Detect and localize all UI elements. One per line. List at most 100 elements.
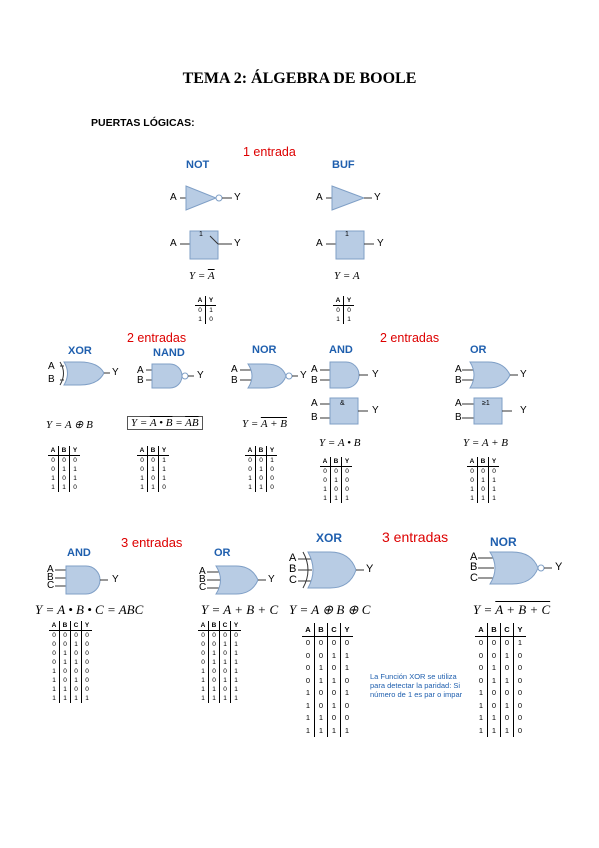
table-cell: Y	[340, 623, 353, 637]
table-cell: 1	[70, 658, 82, 667]
table-cell: 0	[59, 676, 71, 685]
gate-name-or2: OR	[470, 344, 487, 356]
table-cell: 0	[158, 483, 169, 492]
table-cell: 1	[314, 711, 328, 724]
table-cell: 1	[314, 661, 328, 674]
table-cell: 0	[51, 457, 55, 464]
table-cell: Y	[343, 296, 354, 306]
table-cell: Y	[488, 457, 499, 467]
table-cell: 1	[70, 694, 82, 703]
table-cell: 1	[487, 711, 501, 724]
table-cell: B	[477, 457, 489, 467]
table-cell: 0	[314, 699, 328, 712]
io-label: A	[199, 566, 206, 577]
table-cell: 0	[470, 468, 474, 475]
table-cell: 0	[478, 675, 484, 685]
io-label: A	[170, 192, 177, 203]
table-cell: A	[475, 623, 488, 637]
io-label: A	[170, 238, 177, 249]
io-label: A	[470, 551, 478, 563]
table-cell: A	[245, 446, 256, 456]
table-cell: 1	[81, 694, 92, 703]
table-cell: 0	[340, 636, 353, 649]
table-cell: B	[314, 623, 328, 637]
table-cell: 0	[219, 649, 231, 658]
table-cell: 0	[477, 485, 489, 494]
table-cell: 0	[266, 465, 277, 474]
buf-rect-gate-icon	[326, 230, 374, 260]
table-cell: 0	[81, 649, 92, 658]
table-cell: B	[255, 446, 267, 456]
table-cell: 1	[201, 677, 205, 684]
table-cell: 0	[69, 455, 80, 465]
table-cell: 1	[219, 694, 231, 703]
table-cell: 1	[219, 640, 231, 649]
table-cell: B	[147, 446, 159, 456]
table-cell: 1	[305, 713, 311, 723]
table-cell: 1	[305, 688, 311, 698]
table-cell: Y	[205, 296, 216, 306]
table-cell: 1	[478, 700, 484, 710]
page-title: TEMA 2: ÁLGEBRA DE BOOLE	[182, 70, 417, 87]
table-cell: 0	[500, 636, 514, 649]
table-cell: 0	[201, 641, 205, 648]
table-cell: 0	[266, 474, 277, 483]
table-cell: 0	[500, 711, 514, 724]
table-cell: A	[302, 623, 315, 637]
table-cell: 1	[230, 658, 241, 667]
gate-name-xor2: XOR	[68, 345, 92, 357]
and2-gate-icon	[320, 361, 368, 389]
table-cell: 0	[51, 466, 55, 473]
label-one-input: 1 entrada	[243, 145, 296, 159]
table-cell: 0	[81, 658, 92, 667]
table-cell: 0	[70, 630, 82, 640]
table-cell: 1	[52, 668, 56, 675]
table-cell: 1	[340, 661, 353, 674]
gate-name-nor3: NOR	[490, 535, 517, 549]
table-cell: 1	[208, 649, 220, 658]
buf-gate-icon	[326, 185, 372, 211]
gate-name-not: NOT	[186, 159, 210, 171]
equation-nor2: Y = A + B	[242, 418, 288, 430]
table-cell: 0	[70, 649, 82, 658]
io-label: B	[47, 572, 54, 583]
table-cell: A	[48, 446, 59, 456]
equation-nand: Y = A • B = AB	[127, 416, 203, 430]
gate-name-nor2: NOR	[252, 344, 277, 356]
gate-name-and3: AND	[67, 547, 91, 559]
table-cell: 0	[58, 474, 70, 483]
table-cell: Y	[81, 621, 92, 631]
table-cell: 1	[230, 676, 241, 685]
table-cell: 1	[470, 486, 474, 493]
table-cell: 0	[219, 630, 231, 640]
table-cell: 0	[201, 650, 205, 657]
table-cell: B	[208, 621, 220, 631]
table-cell: 0	[341, 466, 352, 476]
io-label: Y	[377, 238, 384, 249]
table-cell: 1	[487, 674, 501, 687]
equation-not: Y = A	[189, 270, 215, 282]
table-cell: 0	[81, 630, 92, 640]
table-cell: 1	[208, 658, 220, 667]
io-label: A	[231, 364, 238, 375]
